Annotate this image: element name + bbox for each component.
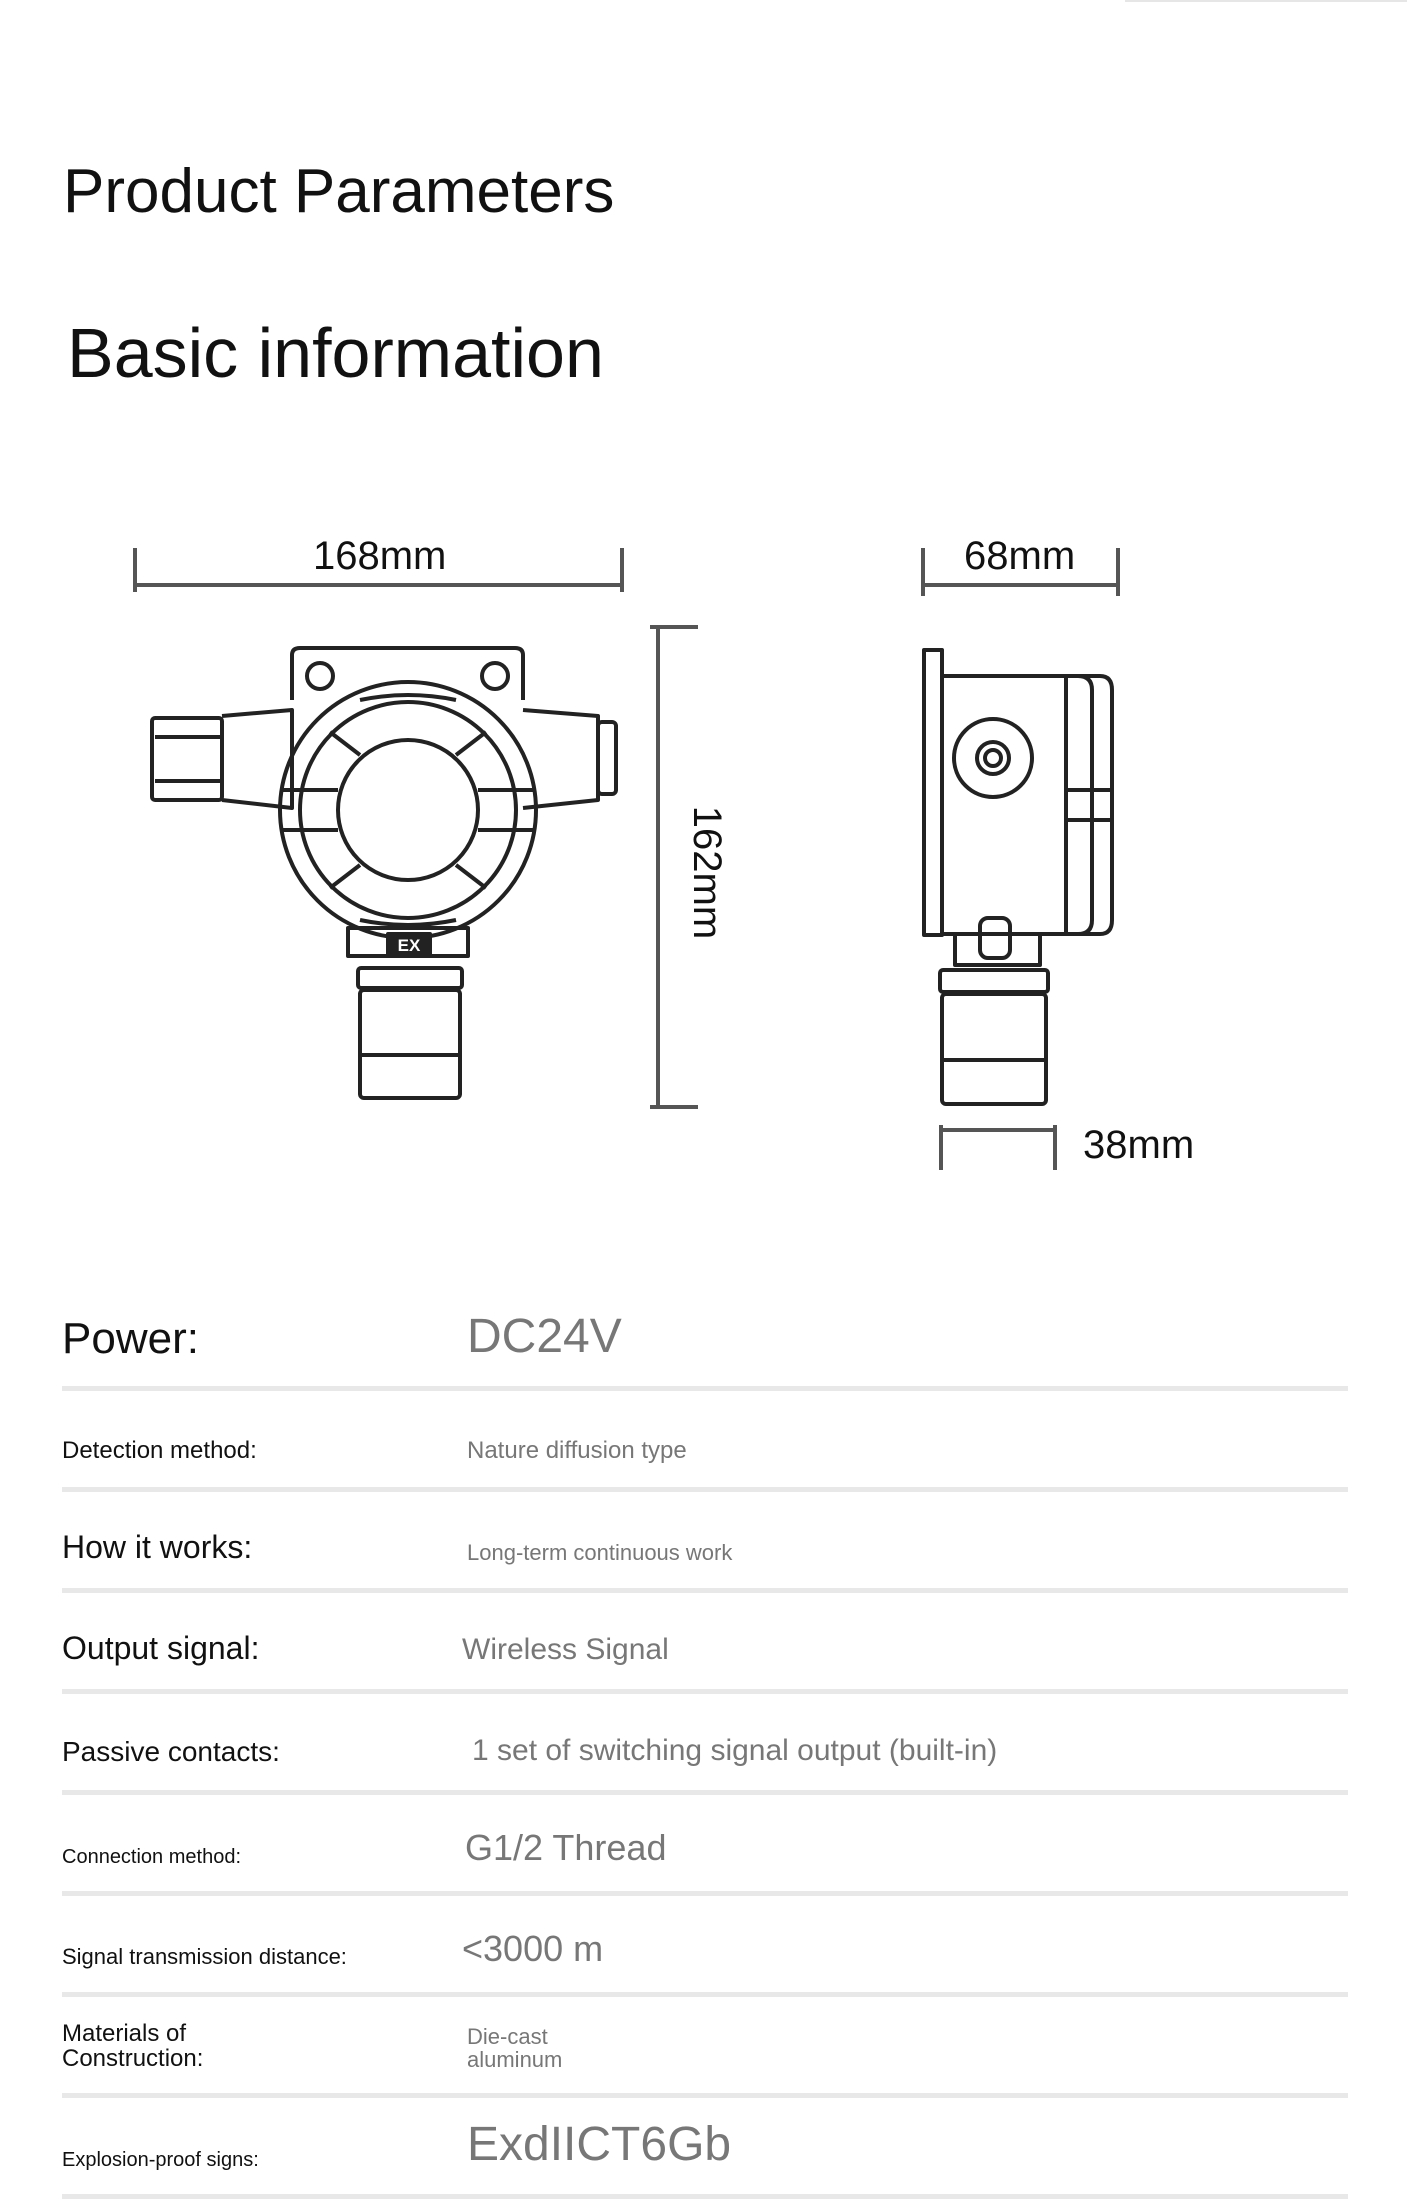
spec-label: Materials of Construction: [62,2019,204,2072]
spec-value: Die-cast aluminum [467,2023,563,2072]
spec-row: Detection method: Nature diffusion type [62,1391,1348,1492]
spec-value: DC24V [467,1310,622,1363]
spec-label: Connection method: [62,1846,242,1868]
spec-row: Power: DC24V [62,1290,1348,1391]
spec-row: Signal transmission distance: <3000 m [62,1896,1348,1997]
spec-label: Signal transmission distance: [62,1944,347,1969]
front-view: EX [150,646,618,1100]
page-title: Product Parameters [63,157,615,226]
spec-row: Explosion-proof signs: ExdIICT6Gb [62,2098,1348,2199]
spec-row: How it works: Long-term continuous work [62,1492,1348,1593]
spec-row: Materials of Construction: Die-cast alum… [62,1997,1348,2098]
spec-table: Power: DC24V Detection method: Nature di… [62,1290,1348,2199]
height-dimension-line [650,625,698,1109]
spec-value: 1 set of switching signal output (built-… [472,1734,998,1767]
ex-mark-text: EX [398,936,421,955]
side-width-dimension-line [921,548,1120,596]
spec-label: Detection method: [62,1437,257,1464]
section-title: Basic information [67,314,604,392]
front-width-label: 168mm [313,534,447,578]
spec-value: Nature diffusion type [467,1437,687,1464]
spec-row: Connection method: G1/2 Thread [62,1795,1348,1896]
spec-label: Output signal: [62,1630,260,1666]
spec-value: ExdIICT6Gb [467,2118,732,2171]
sensor-diameter-label: 38mm [1083,1123,1195,1167]
spec-value: Wireless Signal [462,1633,669,1666]
spec-label: How it works: [62,1529,253,1565]
spec-value: G1/2 Thread [465,1827,667,1868]
height-label: 162mm [685,805,730,940]
spec-value: <3000 m [462,1928,604,1969]
top-edge-line [1125,0,1407,2]
side-width-label: 68mm [964,534,1076,578]
sensor-dimension-line [939,1125,1057,1170]
spec-value: Long-term continuous work [467,1540,733,1565]
spec-row: Output signal: Wireless Signal [62,1593,1348,1694]
spec-label: Explosion-proof signs: [62,2149,259,2171]
spec-label: Power: [62,1314,199,1363]
front-width-dimension-line [133,548,624,592]
side-view [922,648,1114,1106]
spec-row: Passive contacts: 1 set of switching sig… [62,1694,1348,1795]
spec-label: Passive contacts: [62,1736,280,1767]
product-dimension-drawing: EX [133,548,1120,1170]
